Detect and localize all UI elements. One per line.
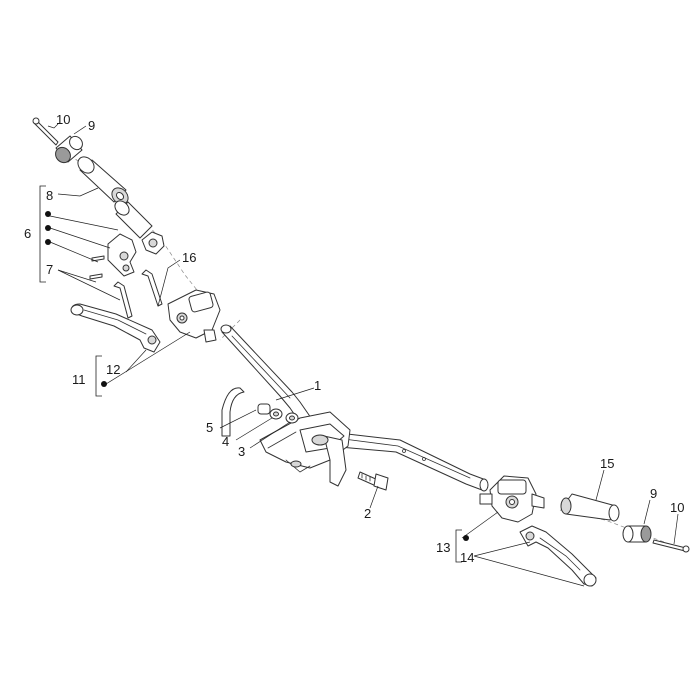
left-end-bolt — [32, 117, 59, 146]
callout-9-left: 9 — [88, 118, 95, 133]
callout-3: 3 — [238, 444, 245, 459]
right-master-cylinder — [479, 475, 545, 523]
right-bar-end-weight — [622, 525, 652, 543]
throttle-cables — [113, 269, 163, 319]
callout-4: 4 — [222, 434, 229, 449]
leader-lines — [47, 123, 679, 587]
left-bar-end-weight — [55, 135, 83, 164]
spacer-washers — [257, 403, 299, 424]
callout-brackets — [39, 185, 462, 563]
callout-2: 2 — [364, 506, 371, 521]
right-end-bolt — [652, 539, 690, 553]
callout-8: 8 — [46, 188, 53, 203]
callout-11: 11 — [72, 372, 86, 387]
throttle-sleeve — [114, 200, 153, 239]
right-brake-lever — [519, 525, 597, 587]
callout-10-right: 10 — [670, 500, 684, 515]
housing-screws — [89, 255, 105, 280]
handlebar-mount-bracket — [259, 411, 351, 487]
callout-15: 15 — [600, 456, 614, 471]
callout-bullets — [45, 211, 469, 541]
left-master-cylinder — [167, 289, 221, 343]
mounting-bolt — [357, 471, 389, 491]
callout-13: 13 — [436, 540, 450, 555]
left-grip — [77, 156, 129, 205]
right-grip — [560, 493, 620, 522]
callout-14: 14 — [460, 550, 474, 565]
callout-6: 6 — [24, 226, 31, 241]
left-brake-lever — [70, 303, 161, 353]
callout-9-right: 9 — [650, 486, 657, 501]
callout-16: 16 — [182, 250, 196, 265]
cable-guide-tube — [221, 387, 245, 437]
throttle-housing — [107, 233, 137, 277]
callout-7: 7 — [46, 262, 53, 277]
callout-12: 12 — [106, 362, 120, 377]
callout-labels: 10 9 8 6 7 16 12 11 1 5 4 3 2 13 14 15 9… — [24, 112, 684, 565]
callout-10-left: 10 — [56, 112, 70, 127]
throttle-nut — [141, 231, 165, 255]
callout-1: 1 — [314, 378, 321, 393]
callout-5: 5 — [206, 420, 213, 435]
